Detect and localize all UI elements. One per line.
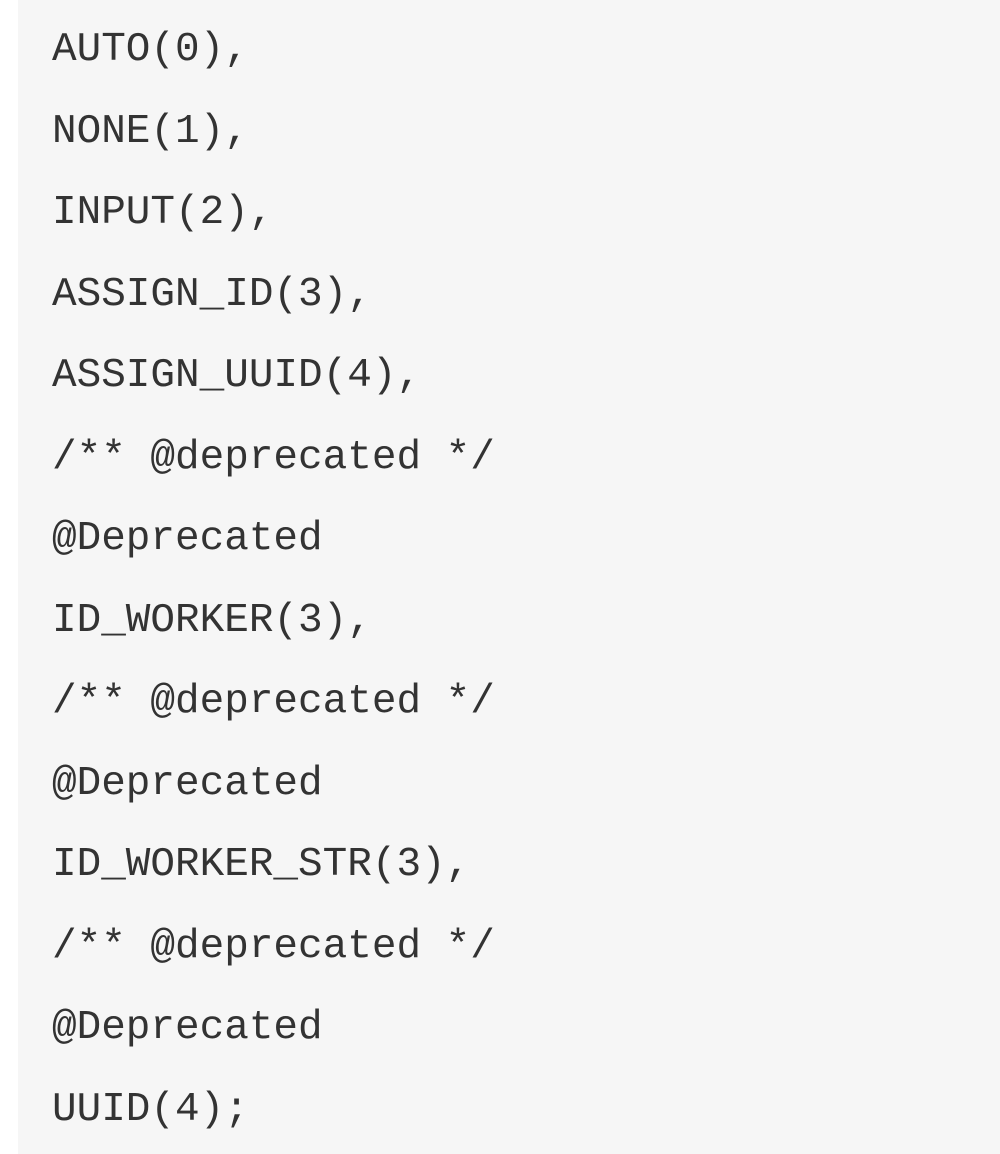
code-line-javadoc-comment: /** @deprecated */ (52, 679, 495, 725)
code-block: AUTO(0), NONE(1), INPUT(2), ASSIGN_ID(3)… (18, 0, 1000, 1154)
code-line-javadoc-comment: /** @deprecated */ (52, 434, 495, 481)
code-line-deprecated-annotation: @Deprecated (52, 760, 323, 807)
code-line-enum-none: NONE(1), (52, 108, 249, 155)
code-line-enum-auto: AUTO(0), (52, 27, 249, 73)
code-line-enum-id-worker-str: ID_WORKER_STR(3), (52, 842, 471, 888)
code-line-enum-assign-uuid: ASSIGN_UUID(4), (52, 353, 422, 399)
code-line-enum-input: INPUT(2), (52, 190, 274, 236)
code-line-enum-assign-id: ASSIGN_ID(3), (52, 271, 372, 318)
code-line-deprecated-annotation: @Deprecated (52, 1005, 323, 1051)
code-line-javadoc-comment: /** @deprecated */ (52, 923, 495, 970)
code-line-deprecated-annotation: @Deprecated (52, 516, 323, 562)
code-line-enum-id-worker: ID_WORKER(3), (52, 597, 372, 644)
code-line-enum-uuid: UUID(4); (52, 1086, 249, 1133)
